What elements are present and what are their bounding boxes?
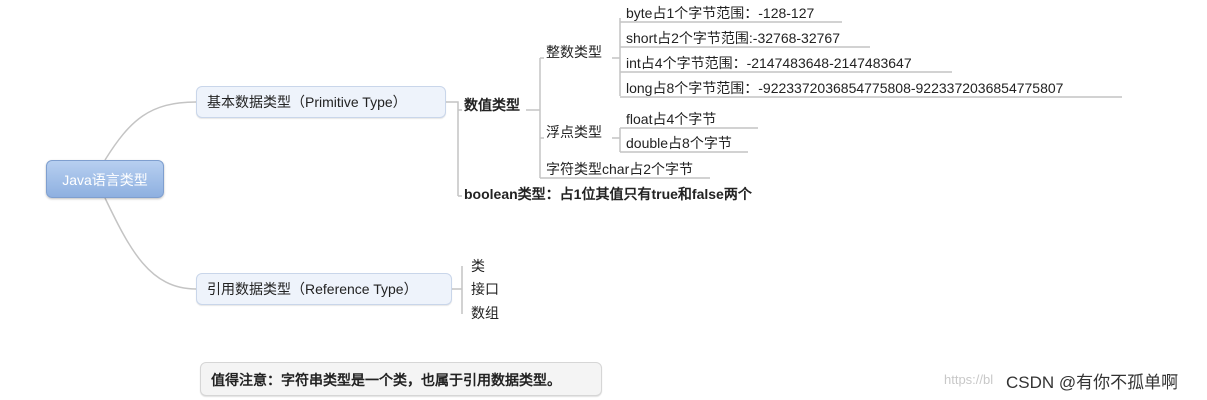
node-numeric-type[interactable]: 数值类型 <box>464 97 520 113</box>
leaf-short[interactable]: short占2个字节范围:-32768-32767 <box>626 30 840 46</box>
connector-reference-trunk <box>452 266 463 314</box>
connector-root-primitive <box>104 101 197 161</box>
leaf-double[interactable]: double占8个字节 <box>626 135 732 151</box>
root-node-java-types[interactable]: Java语言类型 <box>46 160 164 198</box>
watermark-url: https://bl <box>944 372 994 387</box>
connector-root-reference <box>104 197 197 290</box>
leaf-float[interactable]: float占4个字节 <box>626 111 717 127</box>
connector-integer-trunk <box>612 18 621 96</box>
leaf-class[interactable]: 类 <box>471 258 485 274</box>
leaf-interface[interactable]: 接口 <box>471 281 499 297</box>
node-reference-type[interactable]: 引用数据类型（Reference Type） <box>196 273 452 305</box>
node-char-type[interactable]: 字符类型char占2个字节 <box>546 161 694 177</box>
node-boolean-type[interactable]: boolean类型：占1位其值只有true和false两个 <box>464 186 752 202</box>
node-integer-type[interactable]: 整数类型 <box>546 44 602 60</box>
watermark-brand: CSDN @有你不孤单啊 <box>1006 373 1179 392</box>
node-float-type[interactable]: 浮点类型 <box>546 124 602 140</box>
connector-primitive-children <box>446 101 459 196</box>
leaf-byte[interactable]: byte占1个字节范围：-128-127 <box>626 5 815 21</box>
connector-float-trunk <box>612 128 621 152</box>
note-box: 值得注意：字符串类型是一个类，也属于引用数据类型。 <box>200 362 602 396</box>
leaf-int[interactable]: int占4个字节范围：-2147483648-2147483647 <box>626 55 912 71</box>
leaf-array[interactable]: 数组 <box>471 305 499 321</box>
leaf-long[interactable]: long占8个字节范围：-9223372036854775808-9223372… <box>626 80 1064 96</box>
node-primitive-type[interactable]: 基本数据类型（Primitive Type） <box>196 86 446 118</box>
